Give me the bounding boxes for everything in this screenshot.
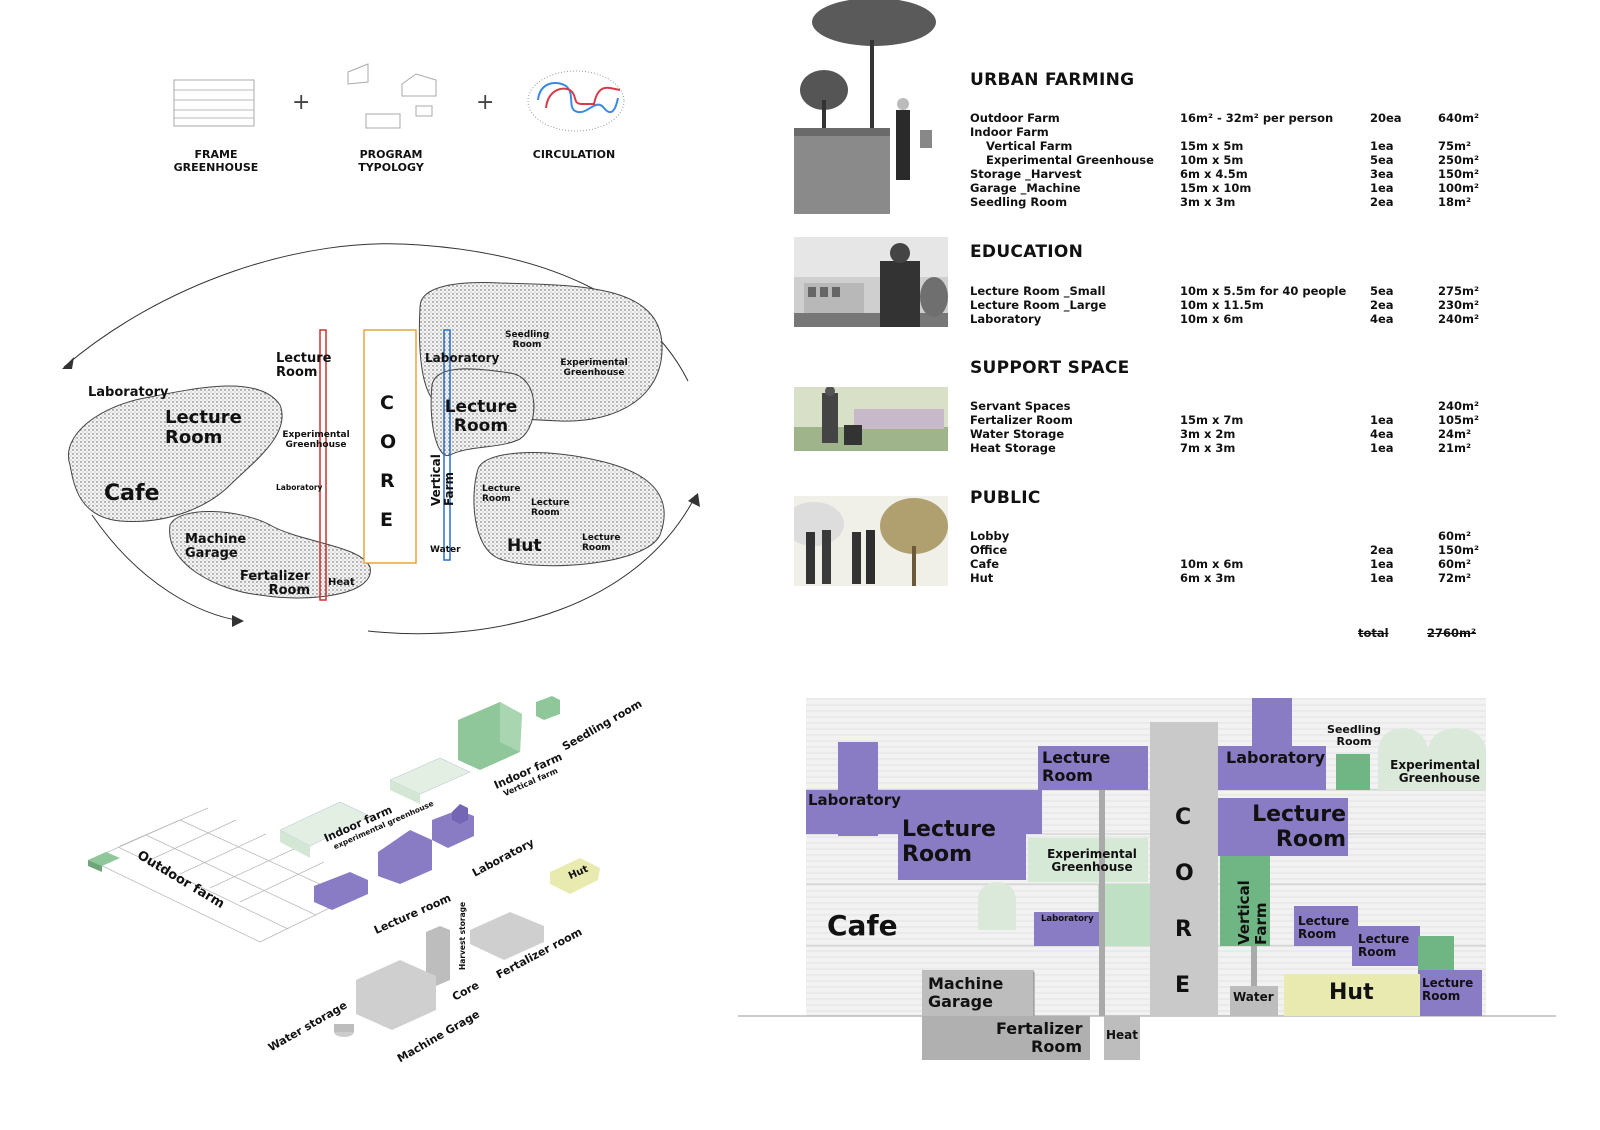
isometric-graphics	[88, 696, 600, 1037]
section-laboratory-left: Laboratory	[808, 791, 901, 809]
bubble-water: Water	[430, 545, 461, 555]
circulation-label: CIRCULATION	[532, 148, 616, 161]
total-value: 2760m²	[1427, 626, 1477, 640]
bubble-cafe: Cafe	[104, 481, 160, 506]
section-title: SUPPORT SPACE	[970, 358, 1130, 378]
bubble-heat: Heat	[328, 577, 355, 588]
bubble-experimental-greenhouse-right: Experimental Greenhouse	[560, 358, 628, 378]
bubble-lecture-room-c: Lecture Room	[582, 533, 621, 553]
section-fertalizer-room: Fertalizer Room	[996, 1019, 1083, 1056]
section-heat: Heat	[1106, 1028, 1139, 1042]
bubble-lecture-room-left: Lecture Room	[165, 407, 242, 448]
section-hut: Hut	[1329, 980, 1374, 1005]
total-label: total	[1358, 626, 1389, 640]
section-experimental-greenhouse-mid: Experimental Greenhouse	[1047, 847, 1137, 875]
bubble-lecture-room-center: Lecture Room	[444, 397, 518, 436]
section-vertical-farm: Vertical Farm	[1235, 880, 1270, 945]
support-space-photo	[794, 387, 948, 451]
bubble-lecture-room-strip: Lecture Room	[276, 351, 332, 381]
section-laboratory-small: Laboratory	[1041, 914, 1094, 924]
section-graphics	[738, 698, 1556, 1060]
section-lecture-room-right: Lecture Room	[1252, 802, 1346, 852]
section-machine-garage: Machine Garage	[928, 974, 1004, 1011]
section-title: URBAN FARMING	[970, 70, 1135, 90]
section-water: Water	[1233, 990, 1274, 1004]
bubble-diagram-graphics	[62, 243, 700, 635]
section-title: PUBLIC	[970, 488, 1041, 508]
education-photo	[794, 237, 948, 327]
circulation-icon	[527, 70, 625, 132]
bubble-lecture-room-b: Lecture Room	[531, 498, 570, 518]
section-lecture-room-s2: Lecture Room	[1358, 932, 1410, 960]
section-lecture-room-big: Lecture Room	[902, 817, 996, 867]
bubble-vertical-farm: Vertical Farm	[429, 454, 457, 506]
frame-greenhouse-label: FRAME GREENHOUSE	[173, 148, 259, 174]
bubble-hut: Hut	[507, 536, 542, 556]
section-lecture-room-top: Lecture Room	[1042, 748, 1111, 785]
frame-greenhouse-icon	[173, 79, 255, 127]
urban-farming-photo	[794, 0, 942, 214]
section-seedling-room: Seedling Room	[1327, 723, 1381, 749]
bubble-machine-garage: Machine Garage	[185, 532, 247, 562]
bubble-laboratory-right: Laboratory	[425, 351, 500, 365]
section-laboratory-top: Laboratory	[1226, 748, 1326, 767]
section-core: C O R E	[1175, 805, 1194, 998]
program-typology-label: PROGRAM TYPOLOGY	[358, 148, 424, 174]
bubble-seedling-room: Seedling Room	[505, 330, 550, 350]
section-cafe: Cafe	[827, 909, 898, 942]
bubble-fertalizer-room: Fertalizer Room	[240, 569, 311, 599]
section-experimental-greenhouse-right: Experimental Greenhouse	[1390, 758, 1480, 786]
program-typology-icon	[347, 63, 437, 129]
public-photo	[794, 496, 948, 586]
section-lecture-room-s1: Lecture Room	[1298, 914, 1350, 942]
iso-harvest-storage: Harvest storage	[458, 901, 467, 970]
bubble-lecture-room-a: Lecture Room	[482, 484, 521, 504]
plus-sign: +	[292, 90, 311, 115]
section-lecture-room-s3: Lecture Room	[1422, 976, 1474, 1004]
plus-sign: +	[476, 90, 495, 115]
bubble-core: C O R E	[380, 392, 399, 531]
bubble-laboratory-left: Laboratory	[88, 385, 169, 400]
bubble-laboratory-strip: Laboratory	[276, 483, 323, 492]
bubble-experimental-greenhouse-strip: Experimental Greenhouse	[282, 430, 350, 450]
section-title: EDUCATION	[970, 242, 1084, 262]
